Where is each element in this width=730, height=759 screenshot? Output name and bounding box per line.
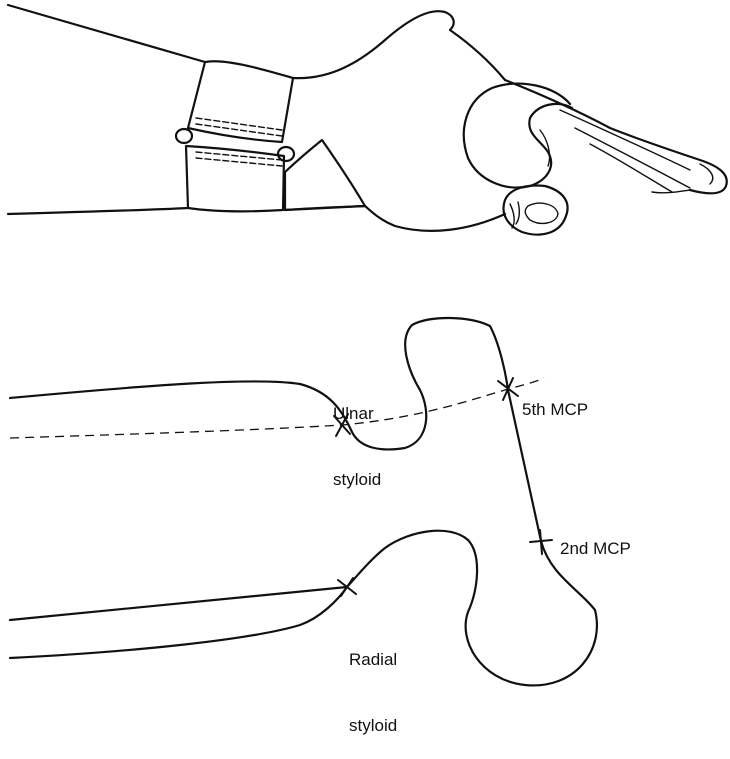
strap-ring-left [176, 129, 192, 143]
radial-styloid-label-line1: Radial [349, 649, 397, 671]
ulnar-styloid-label-line1: Ulnar [333, 403, 381, 425]
hand-with-strap-drawing [8, 5, 727, 235]
fist-knuckle-contour [464, 84, 572, 188]
second-mcp-label: 2nd MCP [560, 538, 631, 560]
forearm-top-contour [8, 5, 205, 62]
fingernail [700, 164, 713, 184]
strap-ring-right [278, 147, 294, 161]
forearm-upper-radial-edge [10, 587, 347, 620]
palm-contour [365, 206, 505, 231]
radial-styloid-label-line2: styloid [349, 715, 397, 737]
hand-illustration [0, 0, 730, 690]
finger-lines [560, 110, 690, 193]
ulnar-styloid-label-line2: styloid [333, 469, 381, 491]
fingers-top-contour [505, 80, 727, 193]
wrist-wedge [285, 140, 365, 210]
hand-dorsum-contour [293, 11, 505, 80]
forearm-lower-radial-edge [10, 587, 347, 658]
forearm-axis-line [10, 378, 544, 438]
hand-outline-diagram [10, 318, 597, 685]
forearm-bottom-contour [8, 206, 365, 214]
fifth-mcp-marker [498, 378, 518, 400]
thumbnail [525, 203, 558, 223]
ulnar-styloid-label: Ulnar styloid [333, 359, 381, 513]
radial-styloid-label: Radial styloid [349, 605, 397, 759]
fifth-mcp-label: 5th MCP [522, 399, 588, 421]
second-mcp-marker [530, 530, 552, 554]
